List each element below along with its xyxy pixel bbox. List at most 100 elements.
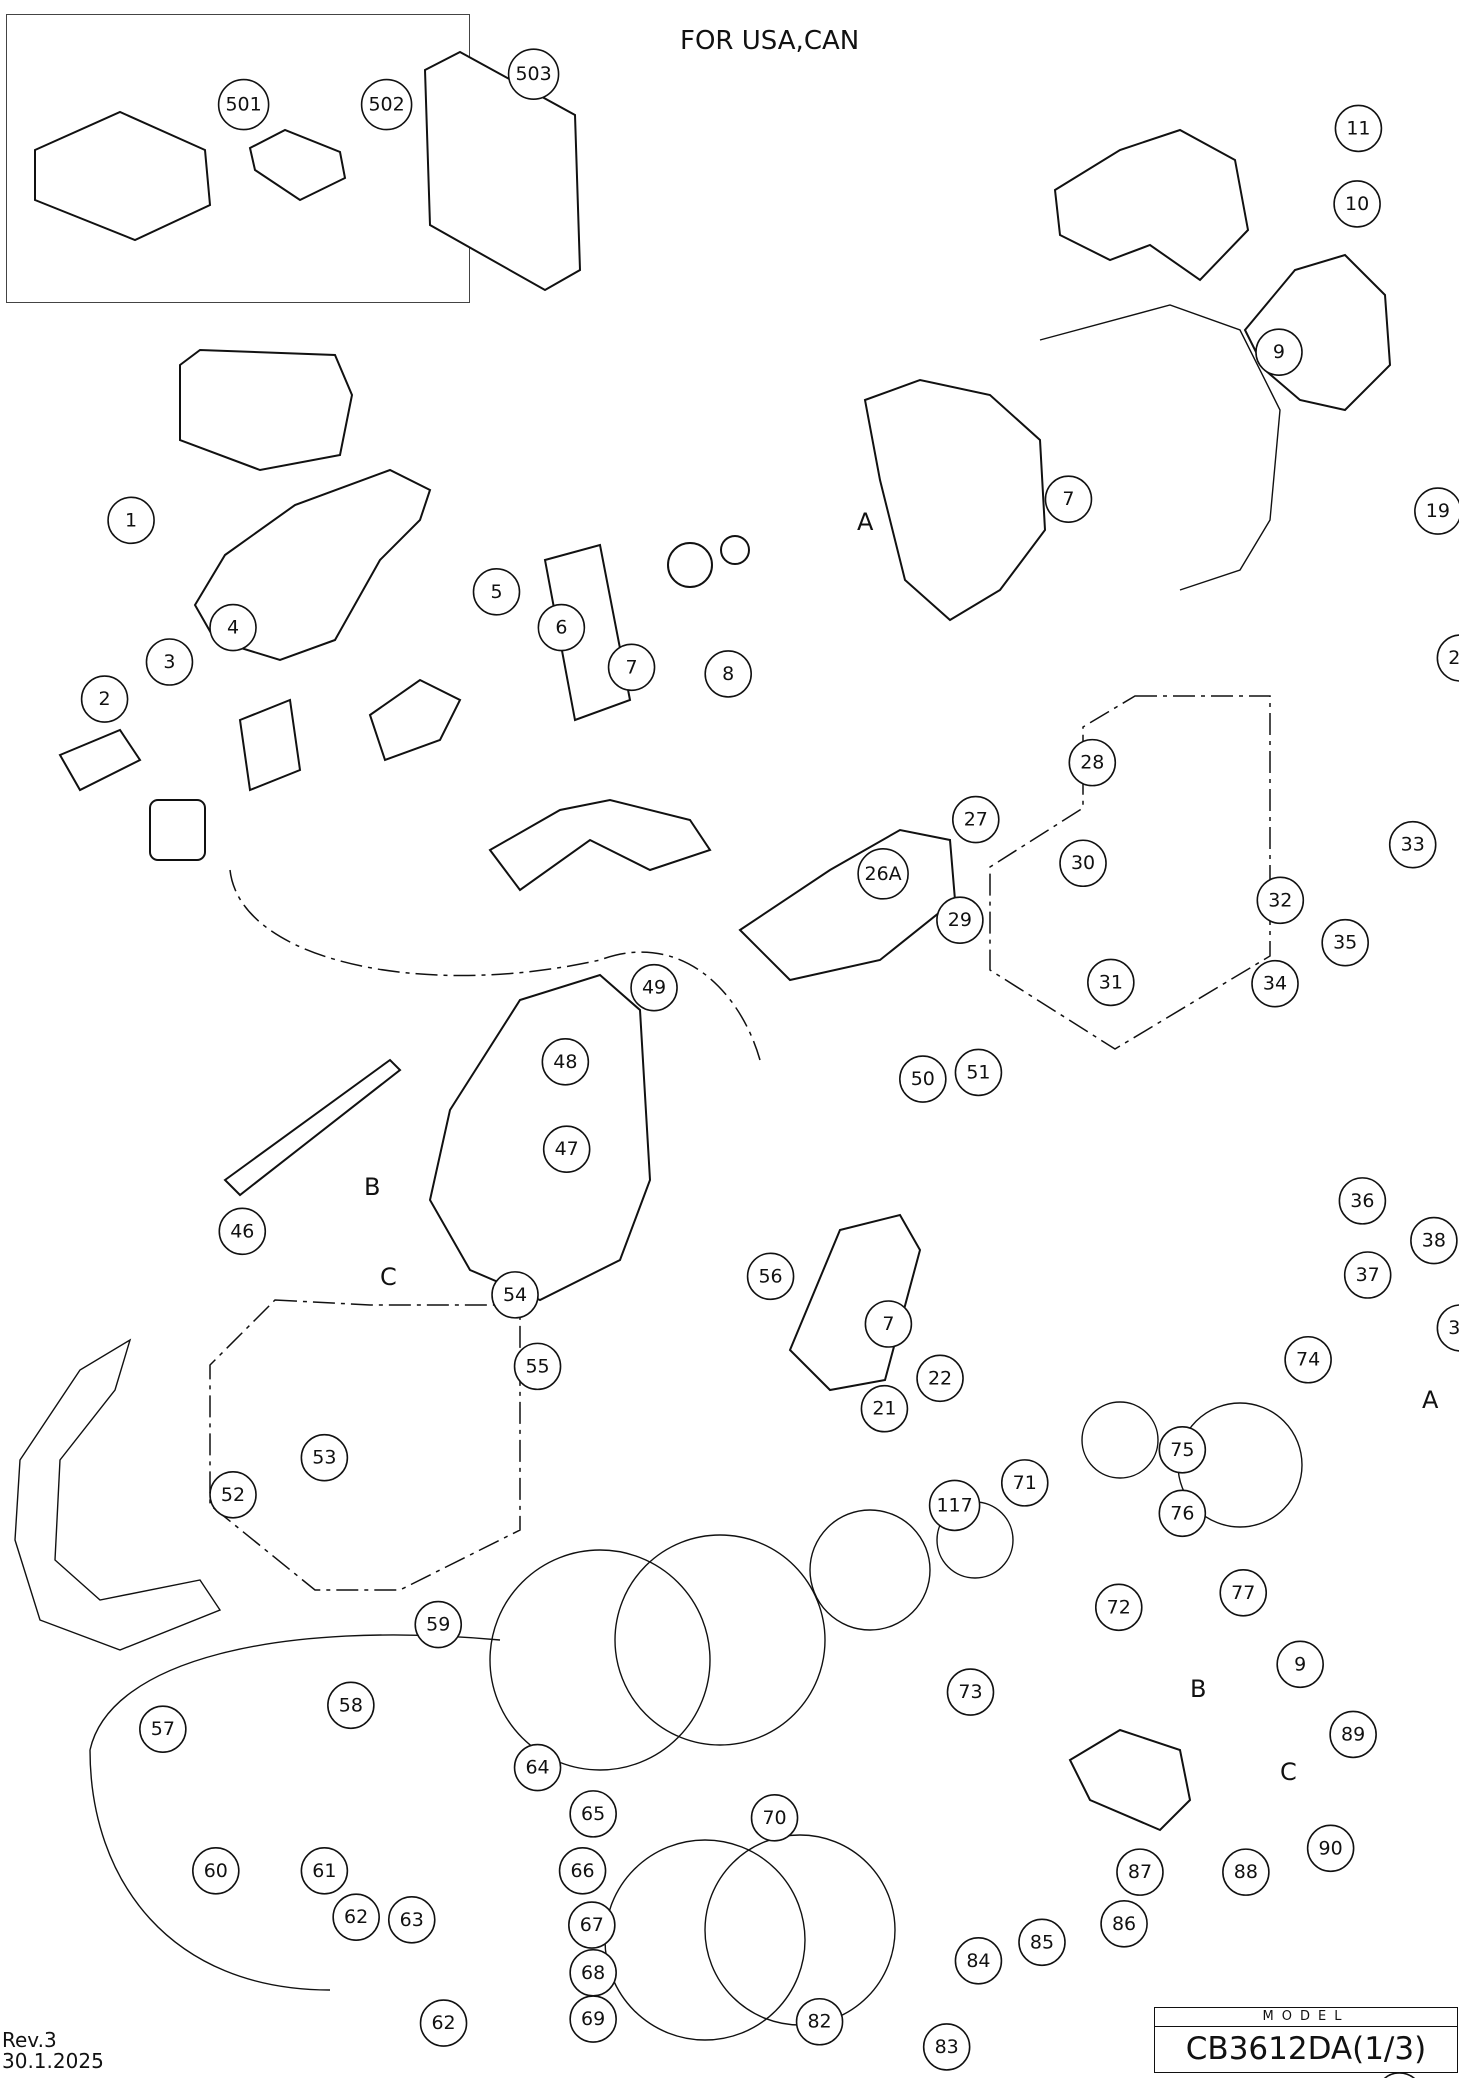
callout-number: 71 <box>1013 1472 1037 1494</box>
callout-circle <box>704 650 753 698</box>
callout-number: 7 <box>626 656 638 678</box>
blade-housing-part <box>428 973 652 1302</box>
callout-69: 69 <box>569 1995 617 2043</box>
callout-number: 60 <box>204 1860 228 1882</box>
callout-117: 117 <box>928 1479 981 1532</box>
callout-number: 88 <box>1234 1861 1258 1883</box>
callout-number: 50 <box>911 1068 935 1090</box>
callout-number: 34 <box>1263 973 1287 995</box>
callout-circle <box>946 1668 995 1716</box>
callout-503: 503 <box>507 48 560 100</box>
callout-circle <box>864 1300 913 1348</box>
callout-22: 22 <box>916 1354 964 1403</box>
callout-66: 66 <box>558 1847 607 1895</box>
callout-62: 62 <box>332 1893 380 1941</box>
callout-number: 65 <box>581 1803 605 1825</box>
callout-circle <box>922 2023 971 2071</box>
callout-4: 4 <box>209 603 257 652</box>
callout-number: 6 <box>555 617 567 639</box>
revision-number: Rev.3 <box>2 2028 57 2052</box>
revision-info: Rev.3 30.1.2025 <box>2 2030 104 2072</box>
callout-circle <box>1068 738 1117 787</box>
callout-number: 83 <box>935 2036 959 2058</box>
callout-number: 35 <box>1333 932 1357 954</box>
callout-number: 29 <box>948 909 972 931</box>
callout-54: 54 <box>491 1271 539 1319</box>
callout-number: 87 <box>1128 1861 1152 1883</box>
callout-number: 57 <box>151 1718 175 1740</box>
callout-number: 76 <box>1170 1502 1194 1524</box>
callout-circle <box>954 1048 1003 1097</box>
callout-47: 47 <box>542 1125 591 1174</box>
callout-9: 9 <box>1276 1640 1324 1689</box>
callout-84: 84 <box>954 1937 1003 1985</box>
callout-circle <box>541 1038 590 1086</box>
callout-circle <box>928 1479 981 1532</box>
callout-number: 36 <box>1350 1190 1374 1212</box>
callout-60: 60 <box>192 1847 240 1895</box>
motor-part <box>238 698 302 792</box>
callout-circle <box>491 1271 539 1319</box>
callout-number: 51 <box>966 1061 990 1083</box>
subassembly-60-outline <box>209 1299 521 1591</box>
callout-circle <box>1044 475 1093 523</box>
model-label: MODEL <box>1155 2008 1457 2027</box>
callout-circle <box>209 1470 257 1519</box>
callout-37: 37 <box>1343 1251 1392 1299</box>
callout-circle <box>300 1847 349 1895</box>
callout-circle <box>1436 634 1459 682</box>
callout-circle <box>568 1901 616 1949</box>
callout-circle <box>387 1896 436 1944</box>
callout-30: 30 <box>1059 839 1107 888</box>
charger-part <box>34 110 212 242</box>
callout-circle <box>936 896 984 944</box>
callout-number: 46 <box>230 1220 254 1242</box>
callout-circle <box>1276 1640 1324 1689</box>
callout-90: 90 <box>1306 1824 1355 1873</box>
callout-74: 74 <box>1284 1335 1332 1384</box>
callout-circle <box>542 1125 591 1174</box>
callout-circle <box>419 1999 468 2047</box>
callout-circle <box>1219 1568 1268 1617</box>
callout-64: 64 <box>513 1743 562 1792</box>
callout-86: 86 <box>1100 1899 1148 1948</box>
armature-part <box>368 678 462 762</box>
callout-5: 5 <box>472 568 521 616</box>
blade-guard-part <box>1039 304 1281 591</box>
callout-number: 77 <box>1231 1582 1255 1604</box>
callout-circle <box>607 643 656 692</box>
callout-number: 90 <box>1319 1837 1343 1859</box>
callout-number: 9 <box>1273 341 1285 363</box>
callout-59: 59 <box>414 1600 463 1649</box>
callout-circle <box>1333 180 1381 228</box>
callout-circle <box>300 1433 349 1482</box>
callout-number: 10 <box>1345 193 1369 215</box>
callout-circle <box>1343 1251 1392 1299</box>
callout-circle <box>1306 1824 1355 1873</box>
callout-29: 29 <box>936 896 984 944</box>
drive-wheel-part <box>614 1534 826 1746</box>
callout-number: 8 <box>722 663 734 685</box>
callout-35: 35 <box>1321 918 1369 967</box>
callout-circle <box>192 1847 240 1895</box>
callout-34: 34 <box>1251 959 1299 1008</box>
callout-38: 38 <box>1410 1216 1458 1265</box>
callout-number: 47 <box>555 1138 579 1160</box>
callout-number: 62 <box>431 2012 455 2034</box>
callout-58: 58 <box>327 1681 375 1730</box>
callout-circle <box>107 496 155 545</box>
callout-number: 33 <box>1401 834 1425 856</box>
callout-number: 3 <box>163 651 175 673</box>
callout-circle <box>1087 958 1135 1007</box>
callout-number: 64 <box>525 1757 549 1779</box>
callout-48: 48 <box>541 1038 590 1086</box>
callout-circle <box>1000 1459 1049 1507</box>
callout-circle <box>750 1794 799 1842</box>
callout-circle <box>1059 839 1107 888</box>
callout-circle <box>1334 104 1383 153</box>
revision-date: 30.1.2025 <box>2 2049 104 2073</box>
callout-50: 50 <box>899 1055 947 1103</box>
callout-circle <box>218 1207 267 1256</box>
callout-circle <box>1329 1710 1377 1759</box>
